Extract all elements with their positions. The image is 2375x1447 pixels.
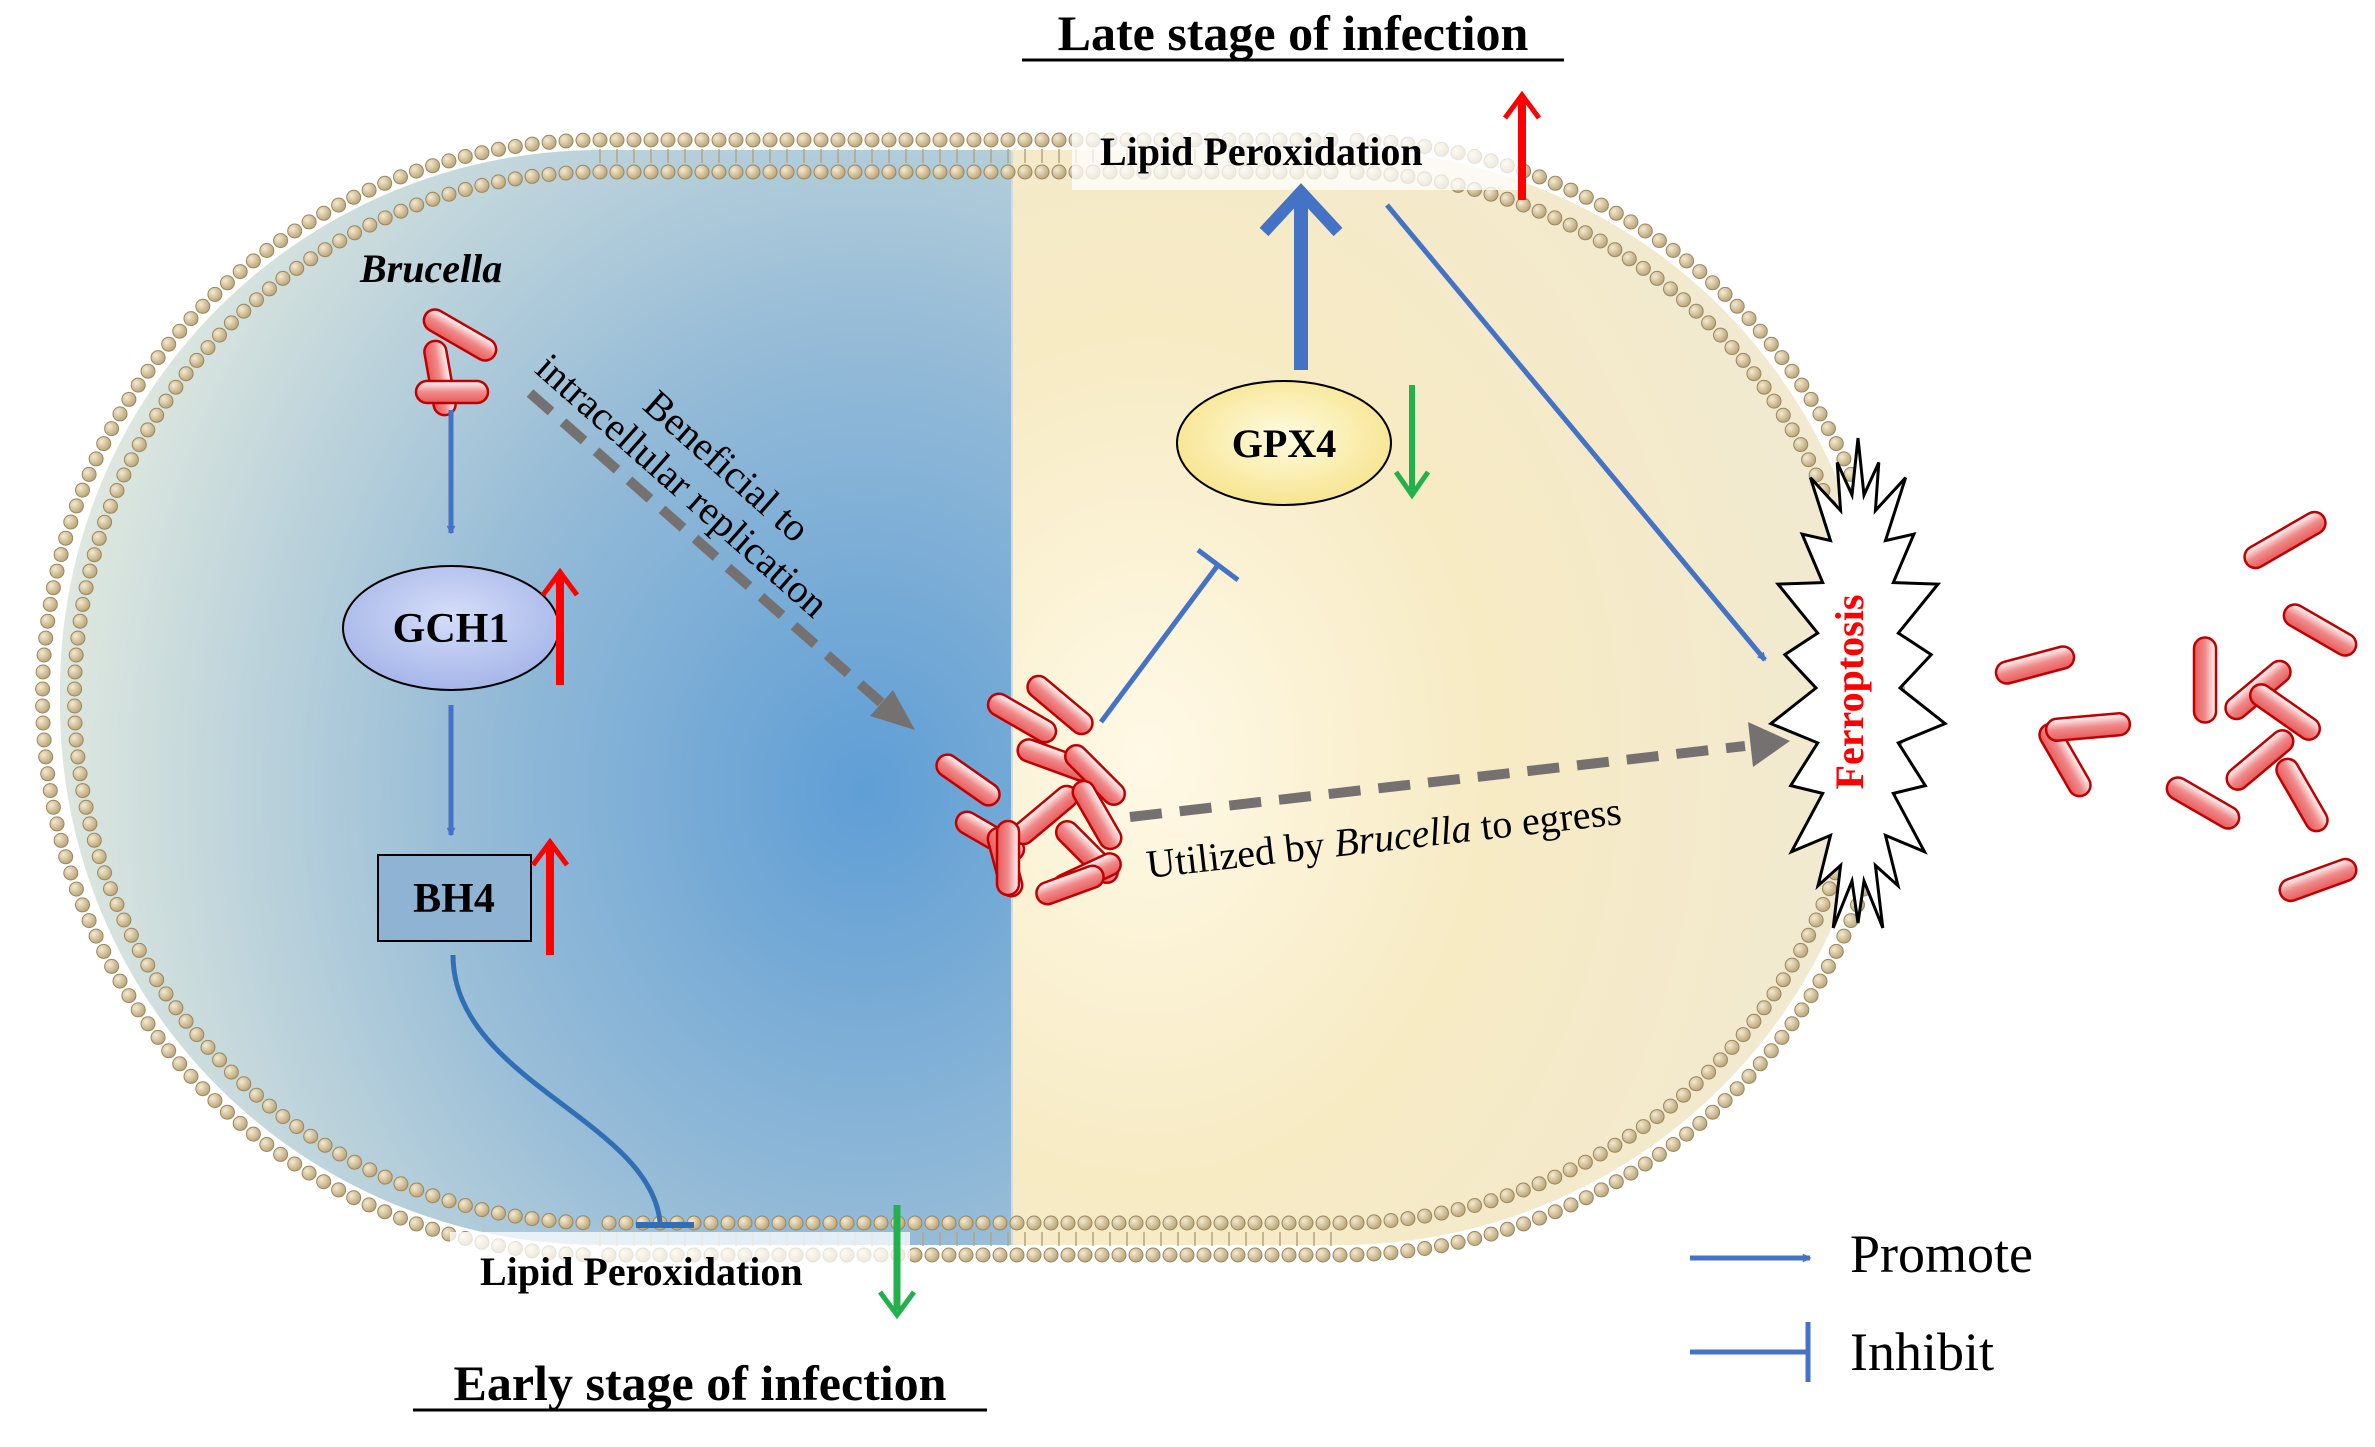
bacterium bbox=[414, 379, 490, 405]
late-stage-title: Late stage of infection bbox=[1058, 5, 1529, 61]
early-stage-title: Early stage of infection bbox=[454, 1355, 947, 1411]
cell-body bbox=[35, 132, 1905, 1263]
lipid-peroxidation-down-arrow bbox=[877, 1205, 917, 1320]
gch1-label: GCH1 bbox=[393, 606, 510, 652]
promote-arrow-lipid-peroxidation-ferroptosis bbox=[1385, 203, 1767, 662]
inhibit-bh4-lipid-peroxidation bbox=[450, 954, 694, 1228]
bacterium bbox=[2243, 510, 2327, 570]
brucella-bacteria-cluster bbox=[414, 308, 498, 417]
bh4-up-arrow bbox=[530, 837, 570, 955]
lipid-peroxidation-bottom-label: Lipid Peroxidation bbox=[480, 1249, 803, 1294]
legend-inhibit-label: Inhibit bbox=[1850, 1322, 1994, 1382]
bh4-node: BH4 bbox=[377, 854, 532, 942]
gpx4-down-arrow bbox=[1393, 385, 1431, 500]
lipid-peroxidation-up-arrow bbox=[1502, 90, 1542, 200]
bacterium bbox=[1026, 674, 1094, 736]
inhibit-brucella-gpx4 bbox=[1098, 548, 1240, 724]
bacterium bbox=[2038, 722, 2092, 798]
bacterium bbox=[1994, 645, 2076, 685]
bacterium bbox=[422, 308, 498, 362]
ferroptosis-label: Ferroptosis bbox=[1827, 595, 1872, 790]
legend-promote: Promote bbox=[1690, 1224, 2033, 1284]
bacterium bbox=[2044, 712, 2132, 742]
bacterium bbox=[2192, 636, 2218, 724]
bacterium bbox=[2275, 757, 2329, 833]
bacterium bbox=[2225, 729, 2295, 791]
lipid-peroxidation-top-label: Lipid Peroxidation bbox=[1100, 129, 1423, 174]
bacterium bbox=[1035, 864, 1105, 906]
dashed-arrow-beneficial-replication bbox=[526, 389, 915, 730]
bacterium bbox=[995, 819, 1021, 897]
intracellular-brucella-cluster bbox=[935, 674, 1126, 906]
cell-left-region bbox=[60, 150, 1012, 1245]
gpx4-label: GPX4 bbox=[1232, 421, 1336, 466]
bh4-label: BH4 bbox=[413, 876, 495, 922]
dashed-arrow-egress bbox=[1129, 722, 1790, 822]
bacterium bbox=[2282, 603, 2358, 657]
gch1-up-arrow bbox=[540, 567, 580, 685]
bacterium bbox=[2248, 683, 2322, 741]
gpx4-node: GPX4 bbox=[1176, 380, 1392, 506]
legend: Promote Inhibit bbox=[1690, 1224, 2033, 1382]
released-brucella-bacteria bbox=[1994, 510, 2358, 903]
cell-right-region bbox=[1012, 150, 1880, 1245]
bacterium bbox=[2278, 857, 2358, 903]
bacterium bbox=[986, 692, 1058, 744]
promote-arrow-gpx4-lipid-peroxidation bbox=[1259, 183, 1343, 370]
bacterium bbox=[2165, 776, 2241, 830]
brucella-label: Brucella bbox=[359, 246, 502, 291]
legend-inhibit: Inhibit bbox=[1690, 1322, 1994, 1382]
gch1-node: GCH1 bbox=[342, 565, 560, 691]
legend-promote-label: Promote bbox=[1850, 1224, 2033, 1284]
bacterium bbox=[935, 753, 1001, 807]
ferroptosis-burst: Ferroptosis bbox=[1767, 437, 1949, 929]
